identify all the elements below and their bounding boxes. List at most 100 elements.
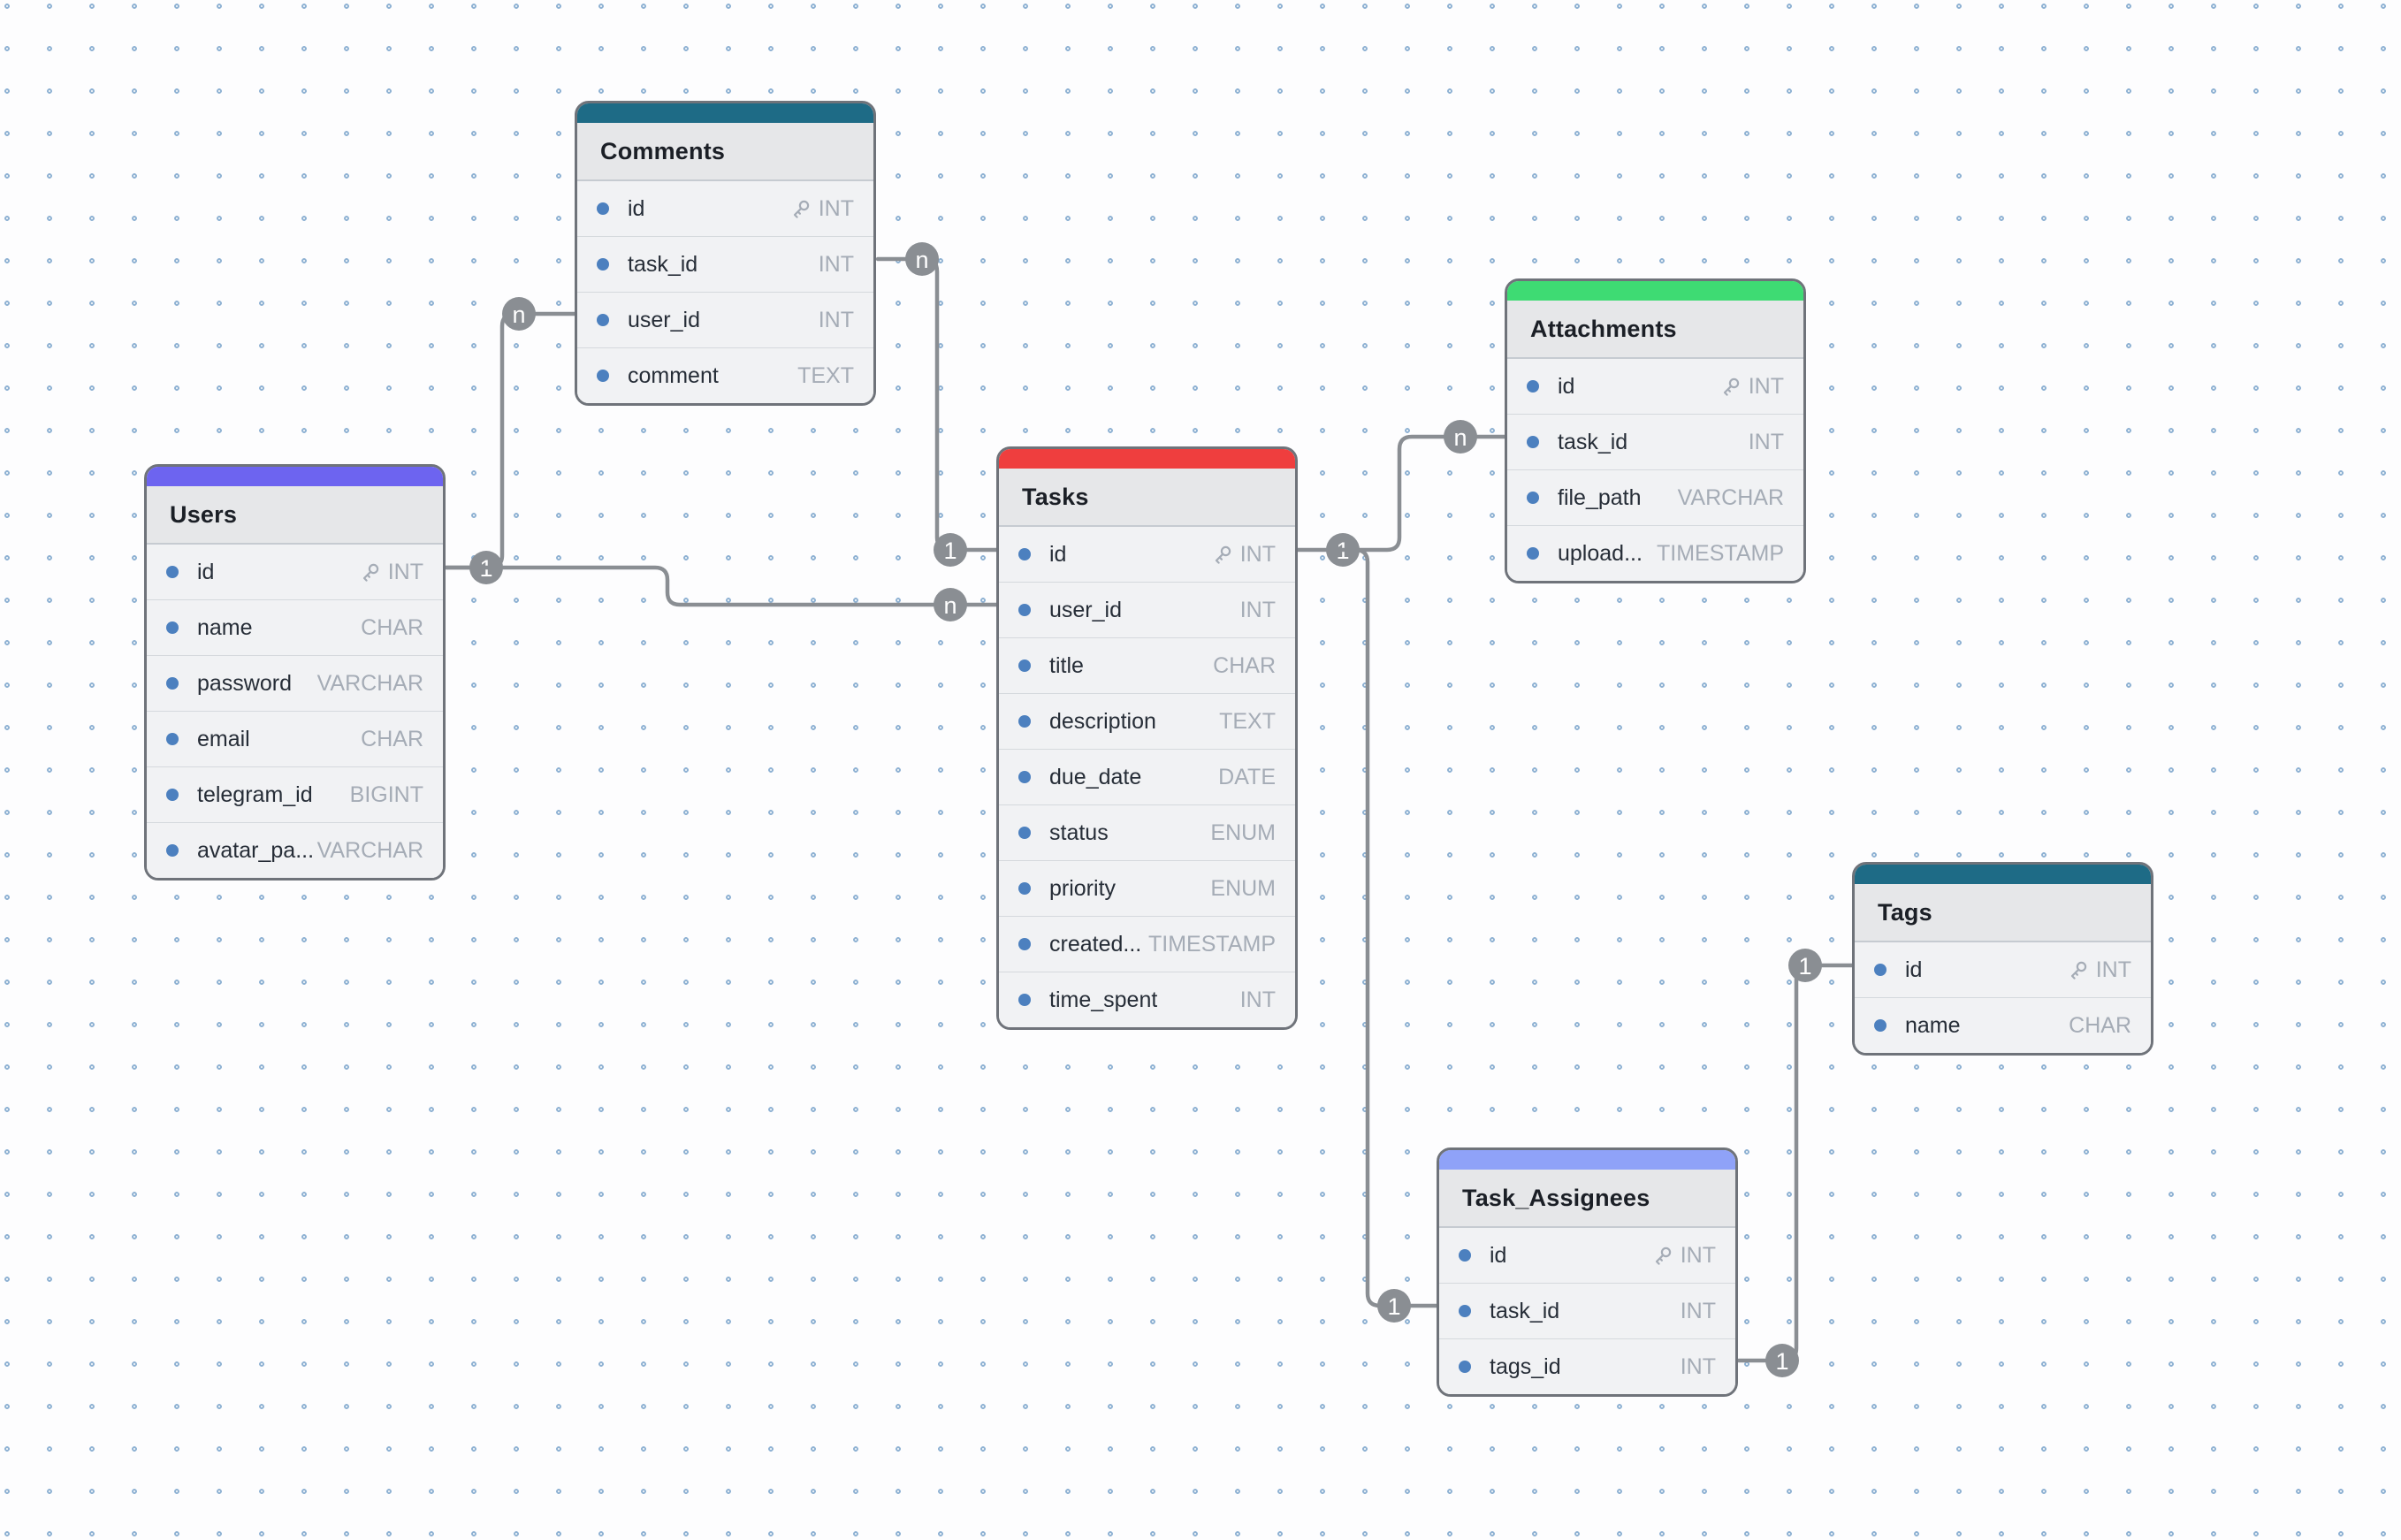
table-accent-bar [1855,865,2151,884]
cardinality-badge [1444,420,1477,454]
relationship-line-tags-task_assignees[interactable] [1736,963,1855,1363]
field-row-created[interactable]: created...TIMESTAMP [999,917,1295,972]
field-dot-icon [1874,964,1886,976]
field-type-label: INT [1680,1242,1716,1268]
field-type: TIMESTAMP [1657,541,1784,567]
field-type-label: INT [1680,1298,1716,1323]
table-accent-bar [577,103,873,123]
field-row-id[interactable]: id INT [577,181,873,237]
field-name: status [1049,820,1109,845]
field-row-id[interactable]: id INT [1439,1228,1735,1284]
field-name: user_id [628,307,700,332]
relationship-line-tasks-comments[interactable] [875,256,999,553]
relationship-line-tasks-attachments[interactable] [1294,434,1507,553]
field-type-label: CHAR [1213,652,1276,678]
field-type: CHAR [1213,653,1276,679]
field-dot-icon [1459,1249,1471,1262]
field-type-label: INT [818,307,854,332]
field-type-label: INT [1748,373,1784,399]
cardinality-badge [1765,1344,1799,1377]
primary-key-icon [1215,545,1231,564]
field-dot-icon [1459,1305,1471,1317]
field-row-name[interactable]: name CHAR [147,600,443,656]
field-type-label: DATE [1218,764,1276,789]
field-name: id [197,559,215,584]
field-row-upload[interactable]: upload...TIMESTAMP [1507,526,1803,581]
field-dot-icon [166,844,179,857]
field-type: CHAR [2069,1013,2131,1039]
field-type: INT [1240,987,1276,1013]
field-row-avatar-pa[interactable]: avatar_pa...VARCHAR [147,823,443,878]
field-dot-icon [166,733,179,745]
field-dot-icon [597,314,609,326]
field-type: CHAR [361,615,423,641]
field-name: id [1490,1242,1507,1268]
field-type-label: BIGINT [349,781,423,807]
field-name: priority [1049,875,1117,901]
cardinality-badge [905,242,939,276]
cardinality-badge [934,588,967,621]
table-accent-bar [1507,281,1803,301]
relationship-line-tasks-task_assignees[interactable] [1340,547,1439,1308]
field-type-label: INT [1239,987,1276,1012]
field-row-id[interactable]: id INT [1507,359,1803,415]
field-name: name [197,614,253,640]
relationship-line-users-comments[interactable] [444,311,577,570]
relationship-line-users-tasks[interactable] [444,565,999,607]
field-type: INT [1240,598,1276,623]
field-dot-icon [1018,715,1031,728]
field-name: email [197,726,250,751]
field-type: INT [1211,542,1276,568]
primary-key-icon [1655,1246,1671,1265]
field-type-label: INT [818,251,854,277]
field-type-label: CHAR [2069,1012,2131,1038]
field-type-label: TIMESTAMP [1657,540,1784,566]
field-dot-icon [1527,380,1539,393]
primary-key-icon [1723,377,1739,396]
field-type: INT [819,252,854,278]
field-type-label: INT [818,195,854,221]
primary-key-icon [793,200,809,218]
field-row-priority[interactable]: priority ENUM [999,861,1295,917]
field-type: INT [1681,1354,1716,1380]
field-dot-icon [166,621,179,634]
field-type: ENUM [1210,876,1276,902]
field-type: TEXT [797,363,854,389]
cardinality-badge-label: 1 [943,537,957,564]
field-dot-icon [166,789,179,801]
field-type: TIMESTAMP [1148,932,1276,957]
field-dot-icon [166,566,179,578]
field-row-user-id[interactable]: user_id INT [577,293,873,348]
field-name: password [197,670,292,696]
field-type: INT [1681,1299,1716,1324]
field-name: id [628,195,645,221]
table-accent-bar [999,449,1295,469]
field-name: id [1558,373,1575,399]
